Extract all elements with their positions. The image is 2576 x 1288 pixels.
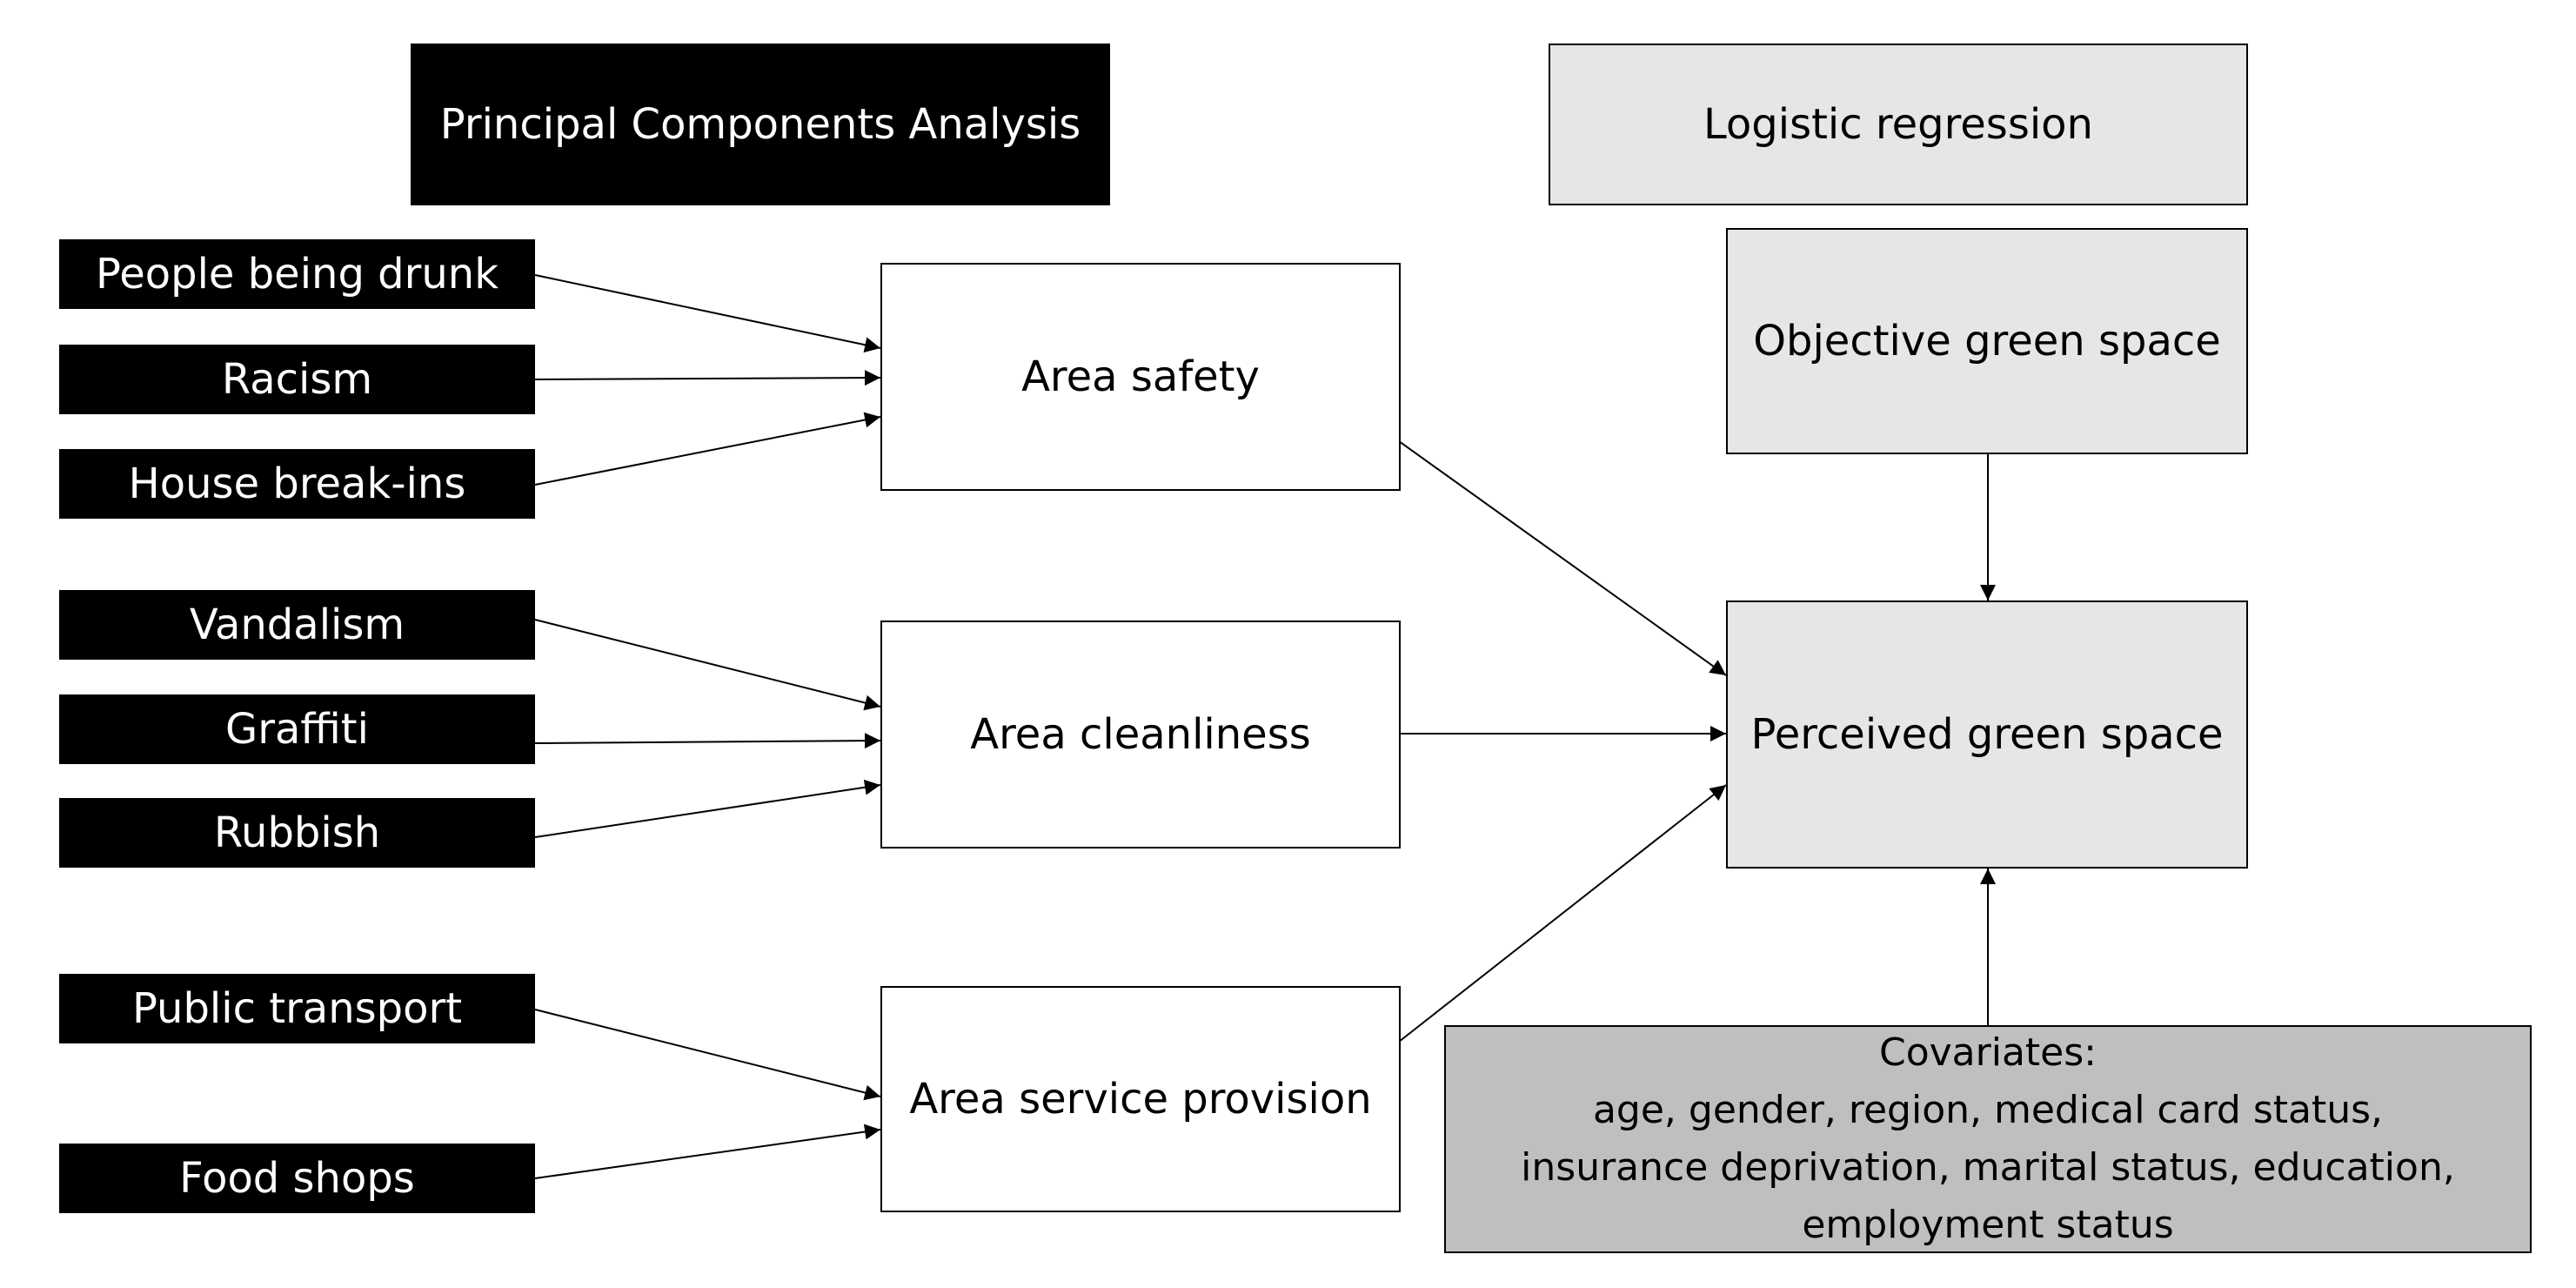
covariates-box: Covariates: age, gender, region, medical… [1444, 1025, 2532, 1253]
component-label: Area safety [1021, 352, 1260, 401]
item-label: House break-ins [128, 460, 466, 508]
objective-green-space-label: Objective green space [1753, 317, 2221, 366]
item-food-shops: Food shops [59, 1144, 535, 1213]
arrow-graffiti-to-cleanliness [534, 733, 881, 749]
item-public-transport: Public transport [59, 974, 535, 1043]
arrow-service-to-perceived [1398, 784, 1727, 1043]
pca-header-label: Principal Components Analysis [439, 100, 1081, 149]
logistic-regression-label: Logistic regression [1703, 100, 2093, 149]
item-house-break-ins: House break-ins [59, 449, 535, 519]
objective-green-space-box: Objective green space [1726, 228, 2248, 454]
component-area-service-provision: Area service provision [880, 986, 1401, 1212]
pca-header: Principal Components Analysis [411, 44, 1110, 205]
arrow-drunk-to-safety [534, 274, 881, 353]
perceived-green-space-box: Perceived green space [1726, 600, 2248, 869]
perceived-green-space-label: Perceived green space [1750, 710, 2224, 759]
item-rubbish: Rubbish [59, 798, 535, 868]
item-label: Public transport [131, 984, 463, 1033]
item-label: Rubbish [213, 808, 381, 857]
component-label: Area cleanliness [970, 710, 1311, 759]
arrow-rubbish-to-cleanliness [534, 779, 881, 838]
arrow-safety-to-perceived [1398, 440, 1727, 676]
item-vandalism: Vandalism [59, 590, 535, 660]
arrow-food-to-service [534, 1124, 881, 1179]
arrow-breakins-to-safety [534, 412, 881, 486]
item-label: Food shops [179, 1154, 415, 1203]
item-label: People being drunk [95, 250, 499, 299]
component-area-safety: Area safety [880, 263, 1401, 491]
item-label: Vandalism [189, 600, 405, 649]
item-graffiti: Graffiti [59, 694, 535, 764]
item-label: Racism [221, 355, 373, 404]
arrow-racism-to-safety [534, 370, 881, 386]
covariates-line: insurance deprivation, marital status, e… [1521, 1145, 2455, 1190]
item-racism: Racism [59, 345, 535, 414]
logistic-regression-header: Logistic regression [1549, 44, 2248, 205]
covariates-text: Covariates: age, gender, region, medical… [1521, 1024, 2455, 1254]
item-people-being-drunk: People being drunk [59, 239, 535, 309]
covariates-line: employment status [1802, 1203, 2174, 1247]
component-label: Area service provision [909, 1075, 1372, 1124]
item-label: Graffiti [225, 705, 369, 754]
arrow-vandalism-to-cleanliness [534, 619, 881, 711]
covariates-line: age, gender, region, medical card status… [1592, 1088, 2384, 1132]
covariates-title: Covariates: [1878, 1030, 2097, 1075]
arrow-transport-to-service [534, 1009, 881, 1101]
component-area-cleanliness: Area cleanliness [880, 621, 1401, 849]
